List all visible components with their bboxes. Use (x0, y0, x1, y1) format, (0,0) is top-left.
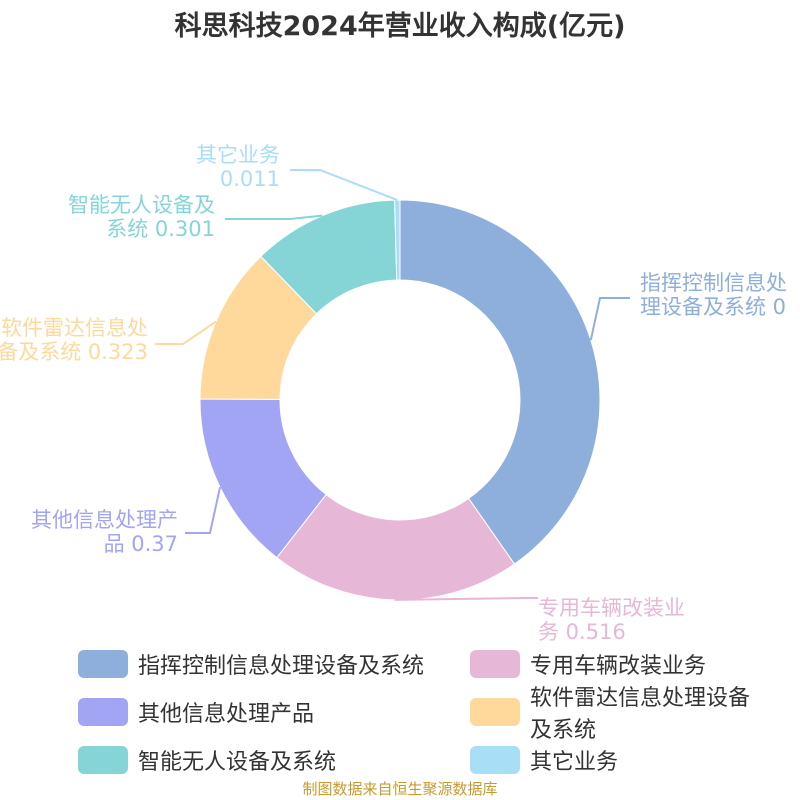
legend-item[interactable]: 软件雷达信息处理设备及系统 (470, 686, 770, 743)
data-label: 指挥控制信息处 (640, 271, 787, 295)
pie-slice[interactable] (399, 199, 601, 565)
data-label: 智能无人设备及 (68, 193, 215, 217)
legend-label: 软件雷达信息处理设备及系统 (530, 686, 751, 743)
pie-slice[interactable] (276, 493, 516, 601)
leader-line (185, 487, 221, 534)
data-label: 0.011 (220, 167, 280, 191)
leader-line (155, 320, 217, 345)
data-label: 系统 0.301 (106, 217, 215, 241)
data-label: 备及系统 0.323 (0, 340, 148, 364)
leader-line (290, 169, 398, 201)
data-label: 软件雷达信息处 (1, 316, 148, 340)
legend-item[interactable]: 专用车辆改装业务 (470, 640, 770, 688)
legend-swatch (78, 746, 128, 774)
legend-swatch (78, 698, 128, 726)
legend-item[interactable]: 其它业务 (470, 736, 770, 784)
data-label: 其它业务 (196, 143, 280, 167)
legend-item[interactable]: 其他信息处理产品 (78, 688, 470, 736)
legend-swatch (470, 746, 520, 774)
legend-swatch (470, 698, 520, 726)
legend-label: 指挥控制信息处理设备及系统 (138, 654, 425, 679)
legend: 指挥控制信息处理设备及系统 专用车辆改装业务其他信息处理产品 软件雷达信息处理设备及… (78, 640, 778, 784)
data-source-note: 制图数据来自恒生聚源数据库 (302, 780, 498, 798)
leader-line (589, 297, 630, 341)
data-label: 理设备及系统 0 (640, 295, 786, 319)
data-label: 专用车辆改装业 (538, 596, 685, 620)
data-label: 其他信息处理产 (31, 508, 178, 532)
legend-swatch (470, 650, 520, 678)
leader-line (394, 597, 538, 601)
legend-label: 其它业务 (530, 750, 619, 775)
leader-line (225, 214, 323, 220)
legend-label: 专用车辆改装业务 (530, 654, 707, 679)
legend-label: 智能无人设备及系统 (138, 750, 337, 775)
legend-label: 其他信息处理产品 (138, 702, 315, 727)
data-label: 品 0.37 (104, 532, 178, 556)
data-label: 务 0.516 (538, 620, 626, 644)
legend-item[interactable]: 智能无人设备及系统 (78, 736, 470, 784)
legend-item[interactable]: 指挥控制信息处理设备及系统 (78, 640, 470, 688)
legend-swatch (78, 650, 128, 678)
chart-title: 科思科技2024年营业收入构成(亿元) (174, 11, 626, 42)
